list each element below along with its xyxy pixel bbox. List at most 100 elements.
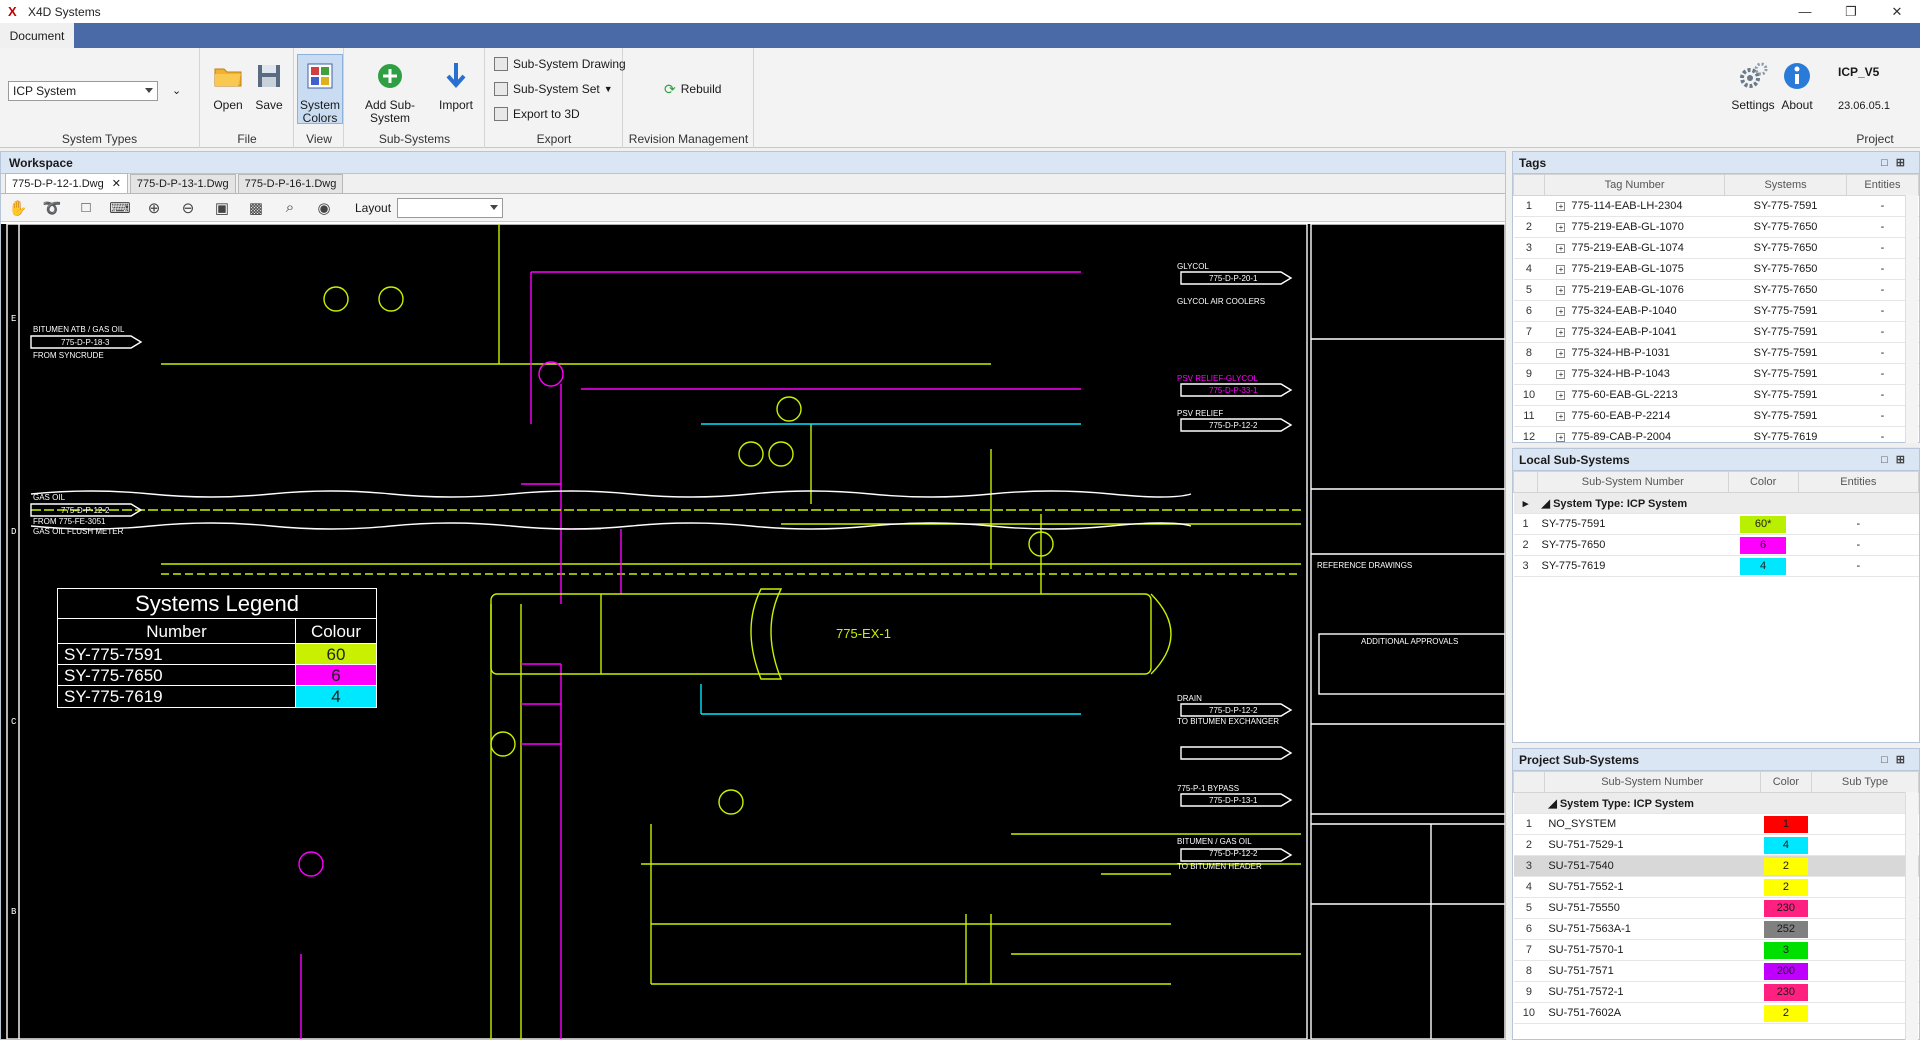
tags-col-tag[interactable]: Tag Number [1543, 174, 1726, 196]
tags-scrollbar[interactable] [1905, 195, 1918, 443]
expand-icon[interactable]: + [1556, 202, 1566, 211]
about-button[interactable]: About [1774, 60, 1820, 112]
rebuild-button[interactable]: ⟳Rebuild [664, 79, 721, 99]
subsystem-color[interactable]: 4 [1760, 834, 1812, 856]
subsystem-color[interactable]: 1 [1760, 813, 1812, 835]
zoom-out-icon[interactable]: ⊖ [181, 199, 195, 217]
subsystem-color[interactable]: 60* [1728, 513, 1799, 535]
tab-document-1[interactable]: 775-D-P-12-1.Dwg✕ [5, 173, 128, 193]
zoom-extents-icon[interactable]: ▣ [214, 199, 230, 217]
add-subsystem-button[interactable]: Add Sub-System [355, 60, 425, 125]
subsystem-color[interactable]: 6 [1728, 534, 1799, 556]
system-colors-button[interactable]: System Colors [297, 54, 343, 125]
expand-icon[interactable]: + [1556, 412, 1566, 421]
project-col-color[interactable]: Color [1759, 771, 1813, 793]
expand-icon[interactable]: ▸ [1513, 492, 1538, 514]
expand-icon[interactable]: + [1556, 349, 1566, 358]
layout-select[interactable] [397, 197, 504, 218]
chevron-down-icon[interactable]: ⌄ [172, 85, 182, 97]
expand-icon[interactable]: + [1556, 391, 1566, 400]
expand-icon[interactable]: + [1556, 370, 1566, 379]
expand-icon[interactable]: + [1556, 328, 1566, 337]
tab-document-2[interactable]: 775-D-P-13-1.Dwg [129, 174, 236, 193]
subsystem-color[interactable]: 2 [1760, 876, 1812, 898]
local-group-row[interactable]: ▸◢ System Type: ICP System [1513, 492, 1919, 514]
settings-button[interactable]: Settings [1730, 60, 1776, 112]
subsystem-color[interactable]: 4 [1728, 555, 1799, 577]
panel-pin-icon[interactable]: □⊞ [1881, 454, 1913, 466]
expand-icon[interactable]: + [1556, 223, 1566, 232]
save-button[interactable]: Save [246, 60, 292, 112]
close-icon[interactable]: ✕ [1891, 3, 1903, 19]
zoom-previous-icon[interactable]: ⌕ [285, 199, 295, 216]
export-3d-button[interactable]: Export to 3D [494, 104, 580, 124]
expand-icon[interactable]: + [1556, 286, 1566, 295]
subsystem-color[interactable]: 252 [1760, 918, 1812, 940]
project-scrollbar[interactable] [1905, 792, 1918, 1040]
expand-icon[interactable]: + [1556, 433, 1566, 442]
subsystem-drawing-button[interactable]: Sub-System Drawing [494, 54, 626, 74]
expand-icon[interactable]: + [1556, 244, 1566, 253]
tags-col-systems[interactable]: Systems [1724, 174, 1847, 196]
rect-select-icon[interactable]: □ [81, 199, 91, 216]
local-col-number[interactable]: Sub-System Number [1537, 471, 1729, 493]
panel-pin-icon[interactable]: □⊞ [1881, 157, 1913, 169]
subsystem-color[interactable]: 2 [1760, 1002, 1812, 1024]
system-type-select[interactable]: ICP System [8, 81, 158, 101]
project-col-subtype[interactable]: Sub Type [1811, 771, 1919, 793]
project-group-row[interactable]: ◢ System Type: ICP System [1513, 792, 1919, 814]
tab-document[interactable]: Document [0, 23, 74, 48]
expand-icon[interactable]: + [1556, 307, 1566, 316]
zoom-window-icon[interactable]: ▩ [248, 199, 264, 217]
text-select-icon[interactable]: ⌨ [109, 199, 131, 217]
close-icon[interactable]: ✕ [111, 178, 121, 190]
local-col-entities[interactable]: Entities [1797, 471, 1920, 493]
lasso-icon[interactable]: ➰ [42, 199, 62, 217]
pan-hand-icon[interactable]: ✋ [8, 199, 28, 217]
zoom-in-icon[interactable]: ⊕ [147, 199, 161, 217]
panel-pin-icon[interactable]: □⊞ [1881, 754, 1913, 766]
expand-icon[interactable]: + [1556, 265, 1566, 274]
local-col-color[interactable]: Color [1727, 471, 1799, 493]
open-button[interactable]: Open [205, 60, 251, 112]
tab-document-3[interactable]: 775-D-P-16-1.Dwg [237, 174, 344, 193]
subsystem-color[interactable]: 200 [1760, 960, 1812, 982]
tags-col-entities[interactable]: Entities [1845, 174, 1920, 196]
minimize-icon[interactable]: — [1798, 4, 1812, 19]
subsystem-color[interactable]: 230 [1760, 897, 1812, 919]
subsystem-color[interactable]: 230 [1760, 981, 1812, 1003]
subsystem-set-button[interactable]: Sub-System Set▼ [494, 79, 613, 99]
cad-drawing-view[interactable]: E D C B BITUMEN ATB / GAS OIL 775-D-P-18… [1, 224, 1505, 1039]
palette-icon[interactable]: ◉ [317, 199, 331, 217]
subsystem-color[interactable]: 3 [1760, 939, 1812, 961]
restore-icon[interactable]: ❐ [1845, 3, 1857, 19]
import-button[interactable]: Import [433, 60, 479, 112]
project-col-number[interactable]: Sub-System Number [1543, 771, 1761, 793]
subsystem-color[interactable]: 2 [1760, 855, 1812, 877]
